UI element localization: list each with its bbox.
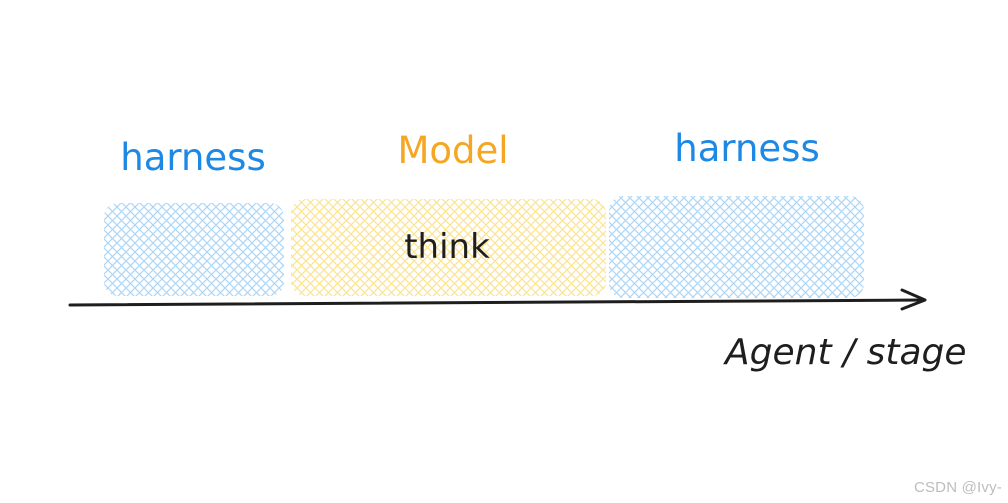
- think-label: think: [404, 227, 490, 267]
- axis-label: Agent / stage: [723, 332, 967, 373]
- harness-block-2: [609, 196, 864, 298]
- harness-block-1: [104, 203, 284, 296]
- model-label: Model: [397, 129, 508, 172]
- model-segment: Model think: [291, 129, 606, 296]
- harness-segment-2: harness: [609, 127, 864, 298]
- watermark: CSDN @Ivy-: [913, 479, 1002, 496]
- axis-line: [68, 298, 926, 307]
- harness-segment-1: harness: [104, 136, 284, 296]
- stage-axis: Agent / stage: [68, 288, 967, 373]
- harness-label-2: harness: [674, 127, 819, 170]
- model-block: [291, 199, 606, 296]
- harness-label-1: harness: [120, 136, 265, 179]
- arrow-head-icon: [900, 288, 927, 311]
